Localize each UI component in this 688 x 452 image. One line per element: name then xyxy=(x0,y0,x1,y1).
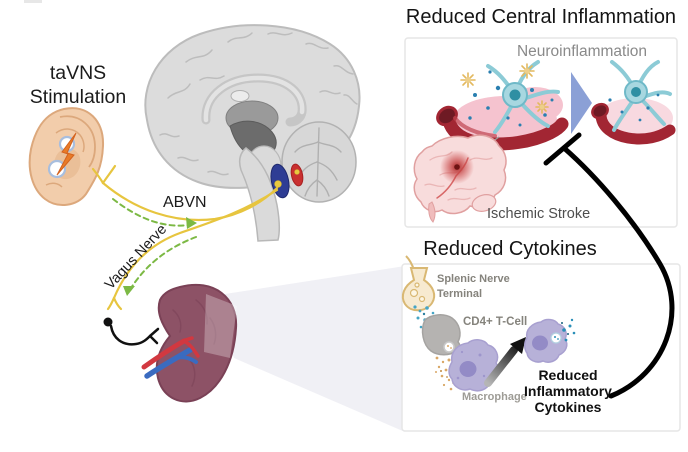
efferent-green-arrows xyxy=(112,198,197,296)
electrode-bottom-icon xyxy=(47,159,67,179)
microglia-icons xyxy=(460,63,549,114)
abvn-label: ABVN xyxy=(163,194,207,211)
vagus-nerve-path xyxy=(91,164,279,311)
cerebellum-icon xyxy=(281,121,357,203)
inflamed-neuron-icon xyxy=(436,60,569,151)
released-cytokine-dots xyxy=(562,318,576,342)
spleen-icon xyxy=(141,283,238,403)
cropped-artifact xyxy=(24,0,42,3)
cytokine-dots xyxy=(468,70,554,127)
splenic-nerve-icon xyxy=(103,317,160,346)
cd4-tcell-label: CD4+ T-Cell xyxy=(463,316,528,328)
abvn-nerve-path xyxy=(101,181,279,222)
reduced-inflammatory-cytokines-label: Reduced Inflammatory Cytokines xyxy=(524,367,612,416)
block-arrow-icon xyxy=(484,337,526,387)
central-panel-title: Reduced Central Inflammation xyxy=(405,6,677,28)
inhibition-tbar-icon xyxy=(543,132,675,399)
calm-neuron-icon xyxy=(591,60,676,145)
splenic-nerve-terminal-label: Splenic Nerve Terminal xyxy=(437,273,510,300)
ischemic-brain-icon xyxy=(413,134,507,223)
ischemic-stroke-label: Ischemic Stroke xyxy=(487,206,591,222)
neuroinflammation-label: Neuroinflammation xyxy=(516,43,648,60)
splenic-vessels-icon xyxy=(141,336,200,379)
lightning-bolt-icon xyxy=(56,132,77,176)
cytokine-panel-title: Reduced Cytokines xyxy=(423,238,597,260)
tavns-stimulation-label: taVNS Stimulation xyxy=(29,62,127,109)
macrophage-label: Macrophage xyxy=(462,391,527,403)
magnifier-beam xyxy=(212,266,405,432)
activated-macrophage-icon xyxy=(524,318,576,363)
transition-triangle-icon xyxy=(571,72,592,134)
ear-with-electrodes-icon xyxy=(28,107,105,206)
sagittal-brain-icon xyxy=(144,24,361,242)
